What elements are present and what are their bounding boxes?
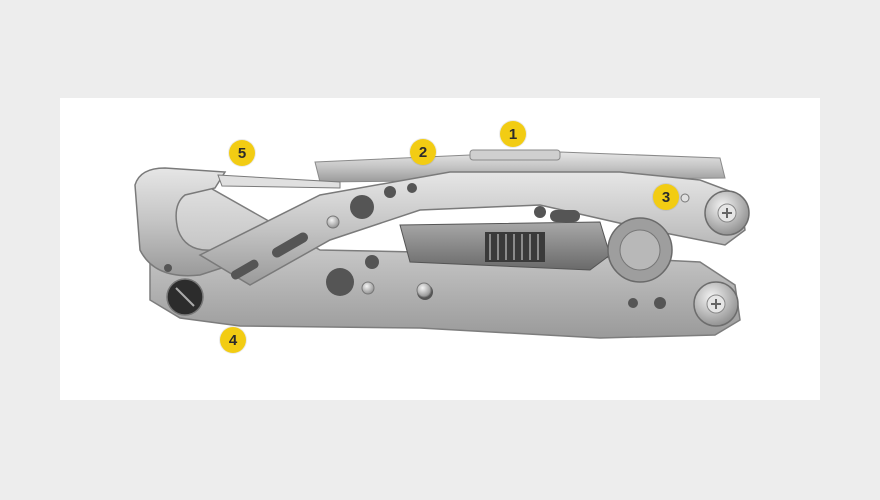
pivot-screw-top bbox=[704, 190, 750, 236]
rivet-left bbox=[326, 215, 340, 229]
top-tool-ridge bbox=[469, 149, 561, 161]
rivet-lower bbox=[361, 281, 375, 295]
pliers-teeth-ridges bbox=[489, 234, 539, 260]
callout-badge-1: 1 bbox=[500, 121, 526, 147]
callout-badge-5: 5 bbox=[229, 140, 255, 166]
upper-handle bbox=[198, 171, 746, 286]
callout-badge-4: 4 bbox=[220, 327, 246, 353]
callout-badge-3: 3 bbox=[653, 184, 679, 210]
lock-pin bbox=[680, 193, 690, 203]
rivet-mid bbox=[416, 282, 432, 298]
pivot-screw-bottom bbox=[693, 281, 739, 327]
callout-badge-2: 2 bbox=[410, 139, 436, 165]
carabiner-gate bbox=[217, 174, 341, 189]
handle-cutouts bbox=[164, 183, 666, 309]
